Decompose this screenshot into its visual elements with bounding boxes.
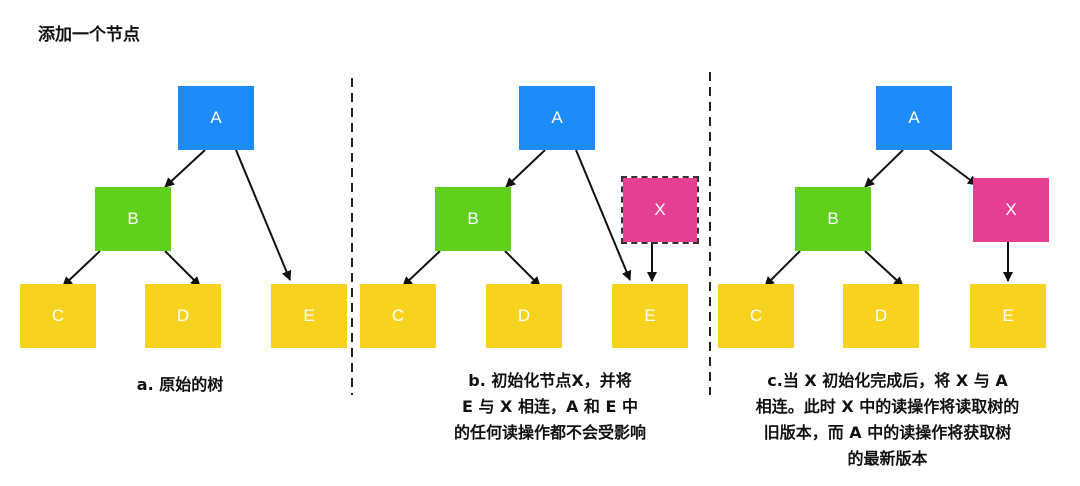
- caption-b: b. 初始化节点X，并将 E 与 X 相连，A 和 E 中 的任何读操作都不会受…: [420, 368, 680, 446]
- edge-c-B-D: [864, 250, 904, 287]
- node-b-C: C: [360, 284, 436, 348]
- node-a-B: B: [95, 187, 171, 251]
- edge-c-A-X: [929, 149, 978, 186]
- edge-a-A-E: [235, 149, 292, 281]
- node-a-D: D: [145, 284, 221, 348]
- caption-c-line-4: 的最新版本: [847, 449, 928, 468]
- node-c-D: D: [843, 284, 919, 348]
- edge-b-A-B: [505, 149, 546, 188]
- caption-a-line-1: a. 原始的树: [136, 375, 224, 394]
- edge-c-B-C: [764, 250, 801, 287]
- node-b-E: E: [612, 284, 688, 348]
- caption-c: c.当 X 初始化完成后，将 X 与 A 相连。此时 X 中的读操作将读取树的 …: [720, 368, 1055, 472]
- node-b-X: X: [621, 176, 699, 244]
- edge-b-B-D: [504, 250, 541, 287]
- edge-b-A-E: [575, 149, 632, 281]
- edge-a-A-B: [164, 149, 206, 188]
- node-c-E: E: [970, 284, 1046, 348]
- caption-b-line-3: 的任何读操作都不会受影响: [453, 423, 646, 442]
- caption-a: a. 原始的树: [105, 372, 255, 398]
- node-b-B: B: [435, 187, 511, 251]
- node-b-D: D: [486, 284, 562, 348]
- node-c-C: C: [718, 284, 794, 348]
- caption-b-line-2: E 与 X 相连，A 和 E 中: [461, 397, 638, 416]
- node-c-A: A: [876, 86, 952, 150]
- edge-b-B-C: [402, 250, 441, 287]
- node-a-A: A: [178, 86, 254, 150]
- caption-c-line-1: c.当 X 初始化完成后，将 X 与 A: [767, 371, 1008, 390]
- node-a-C: C: [20, 284, 96, 348]
- diagram-title: 添加一个节点: [38, 25, 140, 45]
- edge-c-A-B: [864, 149, 904, 188]
- node-b-A: A: [519, 86, 595, 150]
- caption-b-line-1: b. 初始化节点X，并将: [468, 371, 632, 390]
- edge-a-B-D: [164, 250, 201, 287]
- node-c-X: X: [973, 178, 1049, 242]
- node-a-E: E: [271, 284, 347, 348]
- edge-a-B-C: [62, 250, 101, 287]
- caption-c-line-3: 旧版本，而 A 中的读操作将获取树: [763, 423, 1012, 442]
- node-c-B: B: [795, 187, 871, 251]
- caption-c-line-2: 相连。此时 X 中的读操作将读取树的: [755, 397, 1020, 416]
